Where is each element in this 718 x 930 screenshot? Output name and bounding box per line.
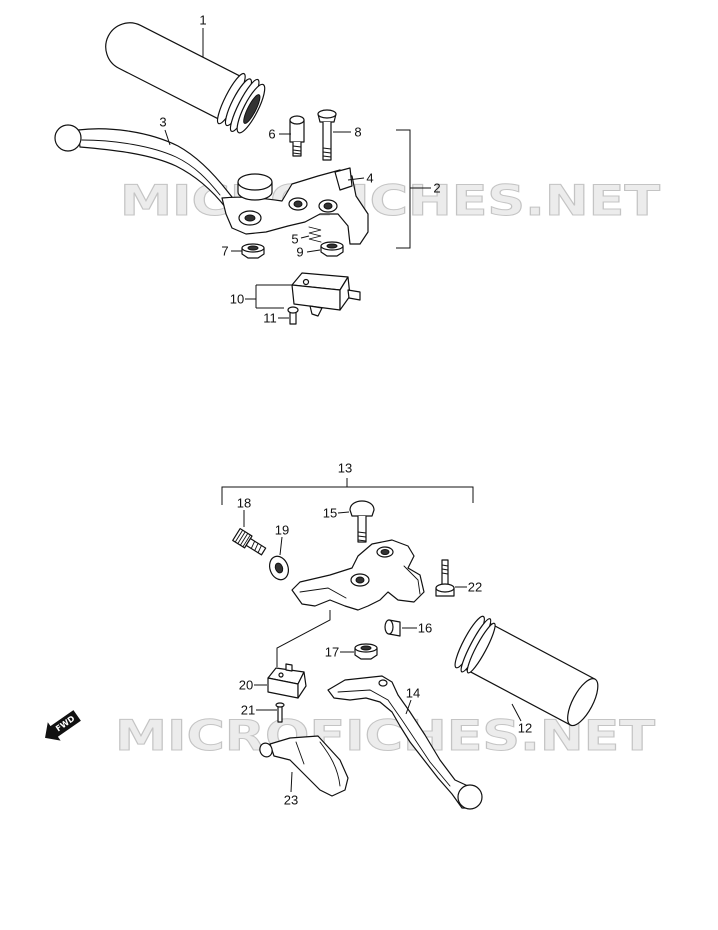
leader-5 <box>300 235 310 239</box>
lever-holder-bottom <box>291 539 425 611</box>
part-23-boot <box>259 735 349 797</box>
leader-14 <box>405 699 412 715</box>
part-12-grip <box>454 615 599 727</box>
part-7-nut <box>241 243 265 259</box>
callout-9: 9 <box>296 245 303 260</box>
part-14-lever <box>327 675 483 810</box>
callout-3: 3 <box>159 115 166 130</box>
callout-21: 21 <box>241 703 255 718</box>
part-17-nut <box>354 643 378 660</box>
callout-12: 12 <box>518 721 532 736</box>
leader-bracket-2 <box>396 129 431 249</box>
callout-10: 10 <box>230 292 244 307</box>
part-3-lever <box>54 124 237 209</box>
leader-15 <box>337 511 350 514</box>
callout-14: 14 <box>406 686 420 701</box>
part-15-bolt <box>349 500 375 543</box>
part-1-grip <box>105 22 266 134</box>
part-20-switch <box>267 663 307 699</box>
leader-bracket-10 <box>245 284 293 309</box>
callout-5: 5 <box>291 232 298 247</box>
callout-18: 18 <box>237 496 251 511</box>
part-11-screw <box>287 306 299 325</box>
part-5-spring <box>308 226 322 243</box>
leader-19 <box>279 536 283 556</box>
callout-20: 20 <box>239 678 253 693</box>
callout-8: 8 <box>354 125 361 140</box>
forward-arrow-icon: FWD <box>45 710 81 741</box>
part-10-switch <box>291 272 361 317</box>
part-6-bolt <box>289 115 305 157</box>
callout-23: 23 <box>284 793 298 808</box>
switch-wire <box>276 610 331 667</box>
callout-2: 2 <box>433 181 440 196</box>
leader-bracket-13 <box>221 478 474 505</box>
part-4-bracket <box>334 167 353 191</box>
leader-12 <box>511 703 522 722</box>
callout-7: 7 <box>221 244 228 259</box>
callout-1: 1 <box>199 13 206 28</box>
adjuster-knob <box>237 173 273 201</box>
part-22-bolt <box>435 559 455 597</box>
callout-15: 15 <box>323 506 337 521</box>
leader-23 <box>290 771 293 793</box>
leader-4 <box>347 177 365 181</box>
callout-4: 4 <box>366 171 373 186</box>
callout-17: 17 <box>325 645 339 660</box>
part-21-screw <box>275 702 285 723</box>
callout-16: 16 <box>418 621 432 636</box>
part-8-bolt <box>317 109 337 161</box>
part-9-nut <box>320 241 344 257</box>
leader-9 <box>306 249 321 253</box>
callout-19: 19 <box>275 523 289 538</box>
callout-22: 22 <box>468 580 482 595</box>
callout-6: 6 <box>268 127 275 142</box>
callout-13: 13 <box>338 461 352 476</box>
watermark-top: MICROFICHES.NET <box>120 176 660 225</box>
part-18-adjuster <box>232 527 267 556</box>
leader-3 <box>164 129 171 146</box>
part-16-collar <box>384 619 401 637</box>
callout-11: 11 <box>263 311 277 326</box>
part-19-washer <box>268 555 290 581</box>
